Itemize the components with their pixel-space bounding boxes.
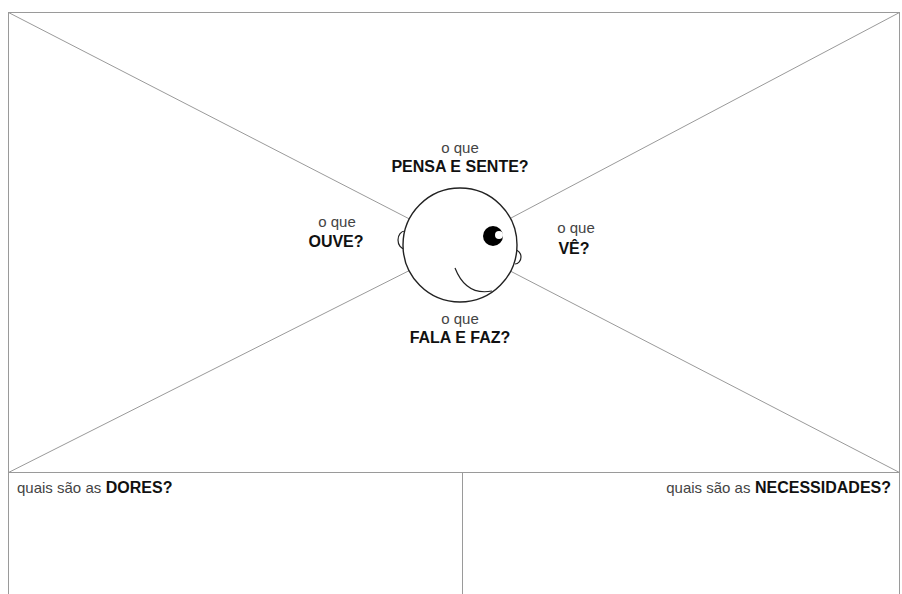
quadrant-title: PENSA E SENTE? <box>391 157 528 176</box>
diagonal-line <box>9 13 461 246</box>
divider-line <box>462 473 463 594</box>
quadrant-title: FALA E FAZ? <box>410 328 511 347</box>
divider-line <box>9 472 900 473</box>
eye-highlight <box>495 231 503 239</box>
outer-frame <box>9 13 900 594</box>
panel-box: quais são as DORES? <box>9 473 462 594</box>
quadrant-prefix: o que <box>557 218 595 237</box>
diagonal-line <box>460 245 900 473</box>
quadrant-prefix: o que <box>441 138 479 157</box>
diagonal-line <box>9 245 461 473</box>
panel-prefix: quais são as <box>666 479 750 496</box>
panel-title: NECESSIDADES? <box>755 479 891 496</box>
head-circle <box>403 188 517 302</box>
panel-box: quais são as NECESSIDADES? <box>463 473 899 594</box>
panel-prefix: quais são as <box>17 479 101 496</box>
quadrant-title: OUVE? <box>308 232 363 251</box>
head-illustration <box>398 188 521 302</box>
quadrant-prefix: o que <box>318 212 356 231</box>
quadrant-prefix: o que <box>441 309 479 328</box>
quadrant-title: VÊ? <box>558 239 589 258</box>
diagonal-line <box>460 13 900 246</box>
eye <box>483 226 503 246</box>
panel-title: DORES? <box>106 479 173 496</box>
mouth <box>455 268 492 292</box>
